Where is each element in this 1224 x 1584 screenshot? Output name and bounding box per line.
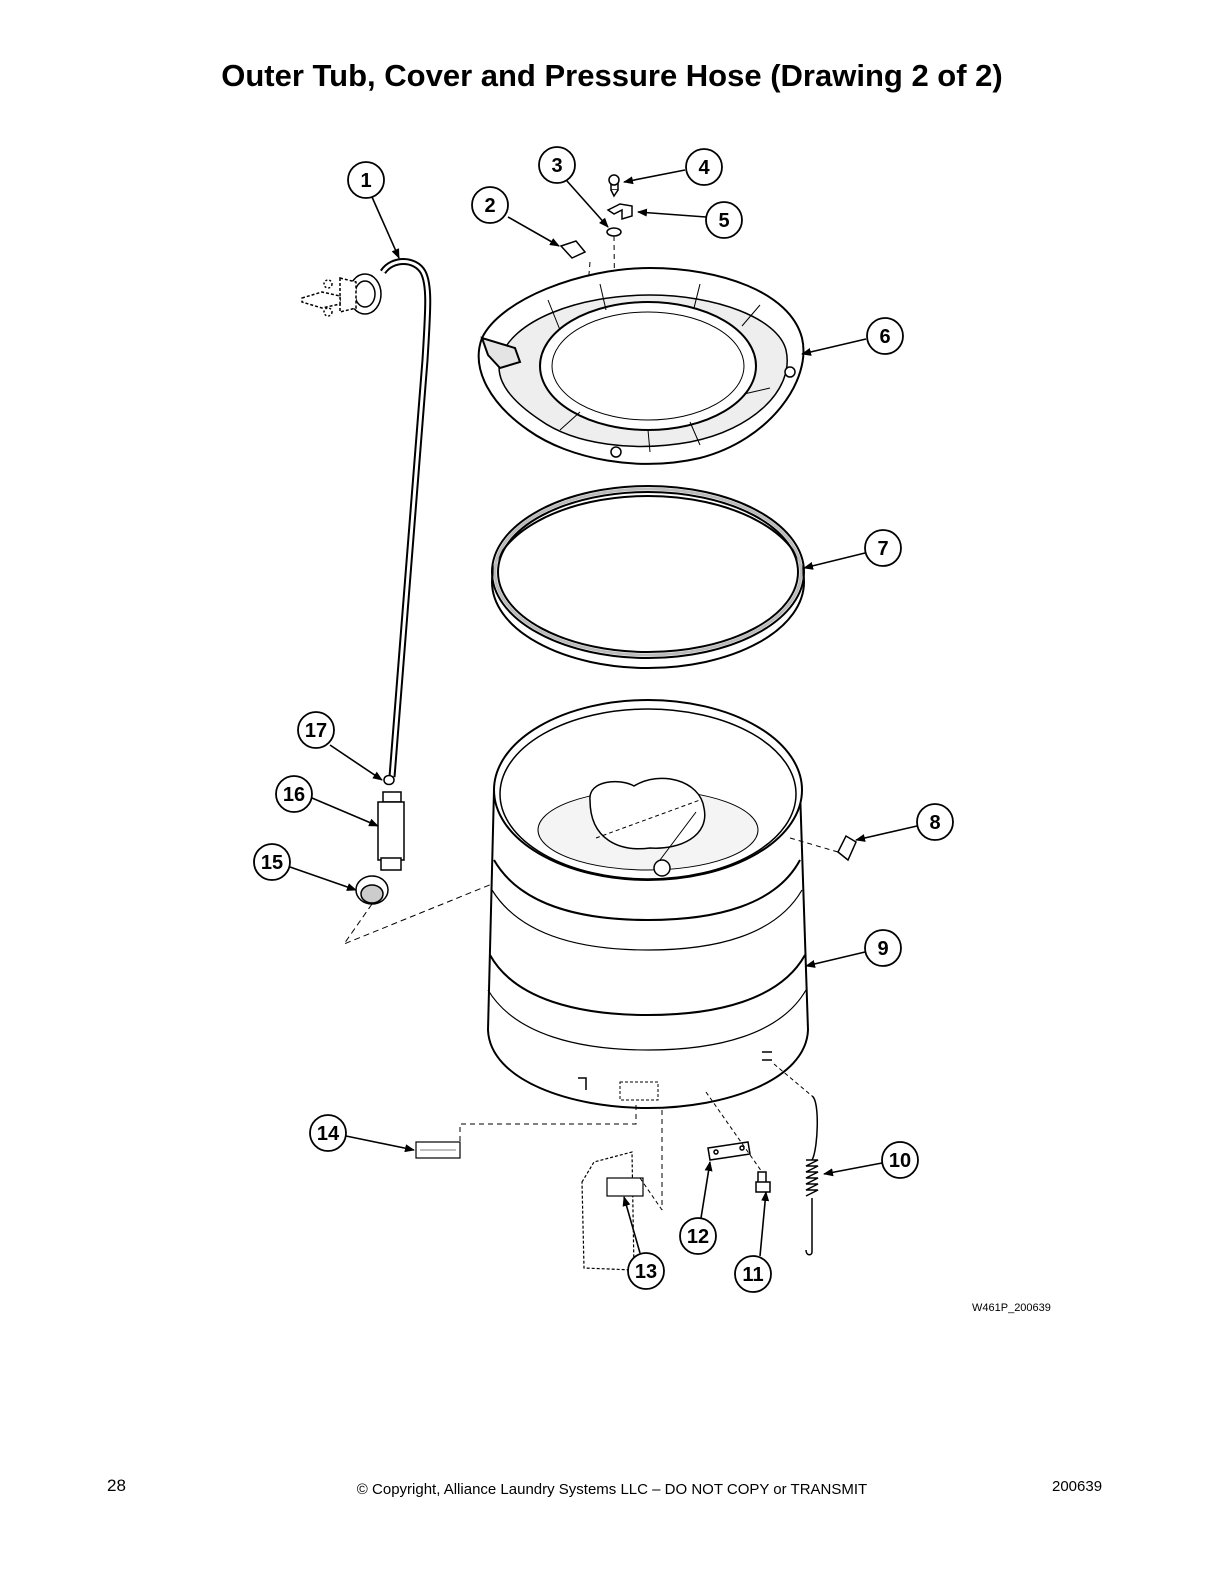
- callout-5: 5: [705, 201, 743, 239]
- dashed-guide: [705, 1091, 763, 1173]
- callout-10: 10: [881, 1141, 919, 1179]
- tub-cover: [477, 266, 805, 465]
- dashed-guide: [773, 1063, 813, 1097]
- suspension-spring: [805, 1095, 819, 1256]
- callout-8: 8: [916, 803, 954, 841]
- dashed-guide: [459, 1102, 637, 1150]
- callout-number: 2: [484, 195, 495, 217]
- callout-number: 10: [889, 1150, 911, 1172]
- callout-number: 17: [305, 720, 327, 742]
- dashed-guide: [342, 883, 493, 946]
- callout-1: 1: [347, 161, 385, 199]
- document-number: 200639: [1052, 1478, 1103, 1495]
- callout-number: 15: [261, 852, 283, 874]
- tub-seal: [491, 485, 805, 669]
- callout-number: 7: [877, 538, 888, 560]
- callout-number: 1: [360, 170, 371, 192]
- callout-number: 9: [877, 938, 888, 960]
- callout-17: 17: [297, 711, 335, 749]
- callout-3: 3: [538, 146, 576, 184]
- drawing-id: W461P_200639: [972, 1302, 1051, 1314]
- callout-14: 14: [309, 1114, 347, 1152]
- callout-6: 6: [866, 317, 904, 355]
- tub-clip: [837, 834, 857, 862]
- callout-15: 15: [253, 843, 291, 881]
- callout-11: 11: [734, 1255, 772, 1293]
- callout-number: 16: [283, 784, 305, 806]
- callout-16: 16: [275, 775, 313, 813]
- callout-number: 11: [742, 1264, 763, 1286]
- bolt: [755, 1171, 771, 1193]
- hose-fitting: [301, 273, 382, 317]
- callout-number: 13: [635, 1261, 657, 1283]
- callout-number: 6: [879, 326, 890, 348]
- leader-lines: [289, 169, 918, 1257]
- callout-number: 8: [929, 812, 940, 834]
- callout-12: 12: [679, 1217, 717, 1255]
- callout-4: 4: [685, 148, 723, 186]
- callout-number: 4: [698, 157, 710, 179]
- suspension-bracket: [581, 1151, 644, 1271]
- air-dome-assembly: [355, 774, 405, 905]
- callout-9: 9: [864, 929, 902, 967]
- copyright-notice: © Copyright, Alliance Laundry Systems LL…: [356, 1481, 868, 1498]
- callout-number: 5: [718, 210, 729, 232]
- fastener-stack: [606, 174, 633, 237]
- callout-2: 2: [471, 186, 509, 224]
- callout-number: 3: [551, 155, 562, 177]
- mounting-plate: [707, 1141, 751, 1161]
- page-title: Outer Tub, Cover and Pressure Hose (Draw…: [221, 58, 1003, 93]
- page-number: 28: [107, 1476, 126, 1495]
- callout-number: 14: [317, 1123, 340, 1145]
- tub-cover-bumper: [559, 240, 587, 259]
- callout-number: 12: [687, 1226, 709, 1248]
- callout-13: 13: [627, 1252, 665, 1290]
- pressure-hose: [380, 258, 432, 778]
- outer-tub: [486, 699, 810, 1110]
- callout-7: 7: [864, 529, 902, 567]
